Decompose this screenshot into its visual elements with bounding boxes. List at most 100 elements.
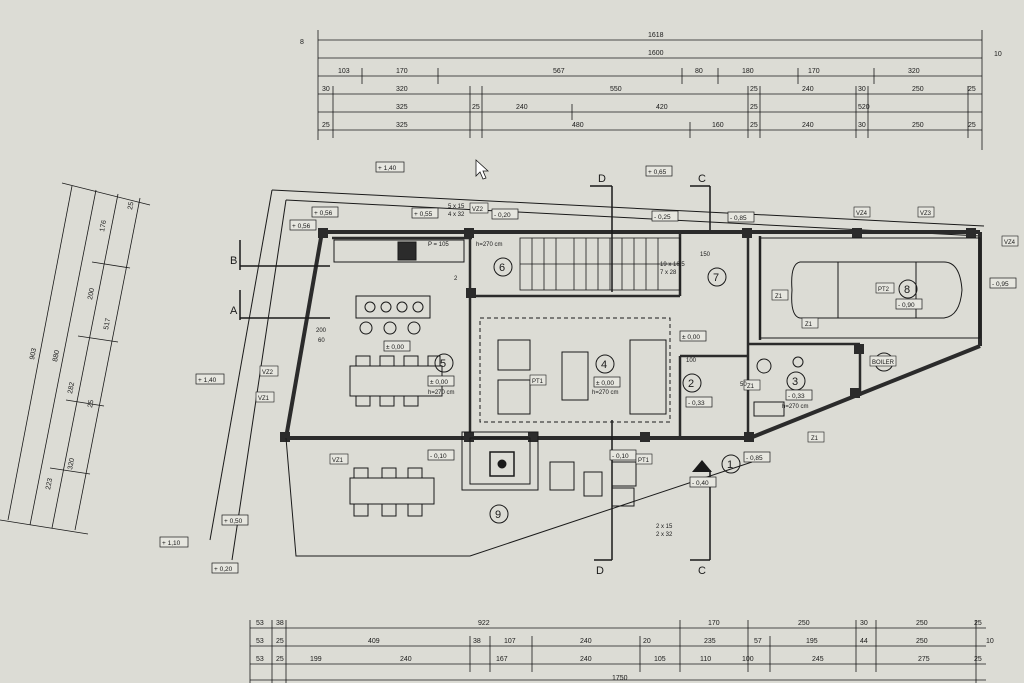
dim-label: 275 — [918, 656, 930, 663]
dim-label: 25 — [276, 638, 284, 645]
room-number-7: 7 — [713, 272, 719, 284]
level-label: ± 0,00 — [430, 379, 448, 386]
dim-label: 250 — [798, 620, 810, 627]
height-label: h=270 cm — [592, 390, 619, 396]
level-label: ± 0,00 — [386, 344, 404, 351]
dim-label: 110 — [700, 656, 711, 663]
site-boundary — [209, 189, 985, 561]
dim-label: 922 — [478, 620, 490, 627]
misc-label: 50 — [740, 382, 747, 388]
level-label: - 0,85 — [730, 215, 747, 222]
dim-label: 480 — [572, 122, 584, 129]
level-label: - 0,90 — [898, 302, 915, 309]
dining-table — [349, 355, 443, 407]
room-number-3: 3 — [792, 376, 798, 388]
dim-total-bottom: 1750 — [612, 675, 628, 682]
dim-label: 25 — [750, 86, 758, 93]
dim-label: 409 — [368, 638, 380, 645]
element-tags — [255, 202, 1019, 465]
dim-label: 25 — [974, 656, 982, 663]
dim-label: 223 — [45, 477, 54, 490]
dim-label: 25 — [968, 86, 976, 93]
window-tag: VZ4 — [856, 211, 868, 217]
terrace-outline — [285, 431, 753, 557]
dim-label: 200 — [87, 287, 96, 300]
section-mark-b: B — [230, 255, 237, 267]
height-label: h=270 cm — [476, 242, 503, 248]
level-label: - 0,40 — [692, 480, 709, 487]
misc-label: 100 — [686, 358, 697, 364]
dim-label: 25 — [974, 620, 982, 627]
dim-label: 30 — [860, 620, 868, 627]
level-label: - 0,10 — [612, 453, 629, 460]
room-number-8: 8 — [904, 284, 910, 296]
dim-label: 550 — [610, 86, 622, 93]
living-furniture — [479, 317, 671, 423]
dim-label: 25 — [87, 399, 95, 408]
dim-label: 30 — [322, 86, 330, 93]
annotations: 19 x 16,5 7 x 28 5 x 15 4 x 32 2 x 15 2 … — [316, 204, 747, 538]
dim-label: 240 — [516, 104, 528, 111]
dim-label: 107 — [504, 638, 516, 645]
terrace-furniture — [349, 461, 637, 517]
level-label: - 0,85 — [746, 455, 763, 462]
level-boxes — [159, 161, 1017, 574]
level-label: - 0,33 — [788, 393, 805, 400]
window-tag: VZ2 — [472, 207, 484, 213]
wall-tag: Z1 — [747, 384, 755, 390]
wall-tag: Z1 — [775, 294, 783, 300]
dim-label: 325 — [396, 104, 408, 111]
height-label: h=270 cm — [782, 404, 809, 410]
level-label: ± 0,00 — [596, 380, 614, 387]
level-label: - 0,33 — [688, 400, 705, 407]
dim-label: 282 — [67, 381, 76, 394]
room-number-2: 2 — [688, 378, 694, 390]
dim-label: 240 — [802, 122, 814, 129]
opening-note: 5 x 15 — [448, 204, 465, 210]
room-markers — [434, 257, 918, 524]
room-number-4: 4 — [601, 359, 607, 371]
section-mark-d-top: D — [598, 173, 606, 185]
dim-label: 245 — [812, 656, 824, 663]
left-dimension-labels: 903 880 517 176 200 282 320 223 25 25 — [29, 201, 135, 490]
dim-label: 240 — [580, 656, 592, 663]
dim-label: 44 — [860, 638, 868, 645]
dim-label: 195 — [806, 638, 818, 645]
dim-label: 325 — [396, 122, 408, 129]
misc-label: 60 — [318, 338, 325, 344]
dim-label: 199 — [310, 656, 322, 663]
dim-label: 167 — [496, 656, 508, 663]
dim-total-1: 1618 — [648, 32, 664, 39]
dim-label: 176 — [99, 219, 108, 232]
misc-label: 2 — [454, 276, 458, 282]
dim-label: 25 — [276, 656, 284, 663]
room-numbers: 1 2 3 4 5 6 7 8 9 — [440, 262, 910, 521]
dim-label: 250 — [912, 86, 924, 93]
level-label: ± 0,00 — [682, 334, 700, 341]
dim-label: 25 — [968, 122, 976, 129]
dim-label: 30 — [858, 86, 866, 93]
level-label: + 1,40 — [378, 165, 397, 172]
opening-note: 2 x 32 — [656, 532, 673, 538]
level-labels: + 1,40 + 0,56 + 0,56 + 0,55 - 0,20 + 0,6… — [162, 165, 1009, 573]
section-mark-d-bottom: D — [596, 565, 604, 577]
dim-label: 170 — [708, 620, 720, 627]
kitchen-counter — [333, 239, 465, 335]
section-lines — [239, 185, 711, 561]
boiler-tag: BOILER — [872, 360, 895, 366]
room-number-6: 6 — [499, 262, 505, 274]
dim-label: 520 — [858, 104, 870, 111]
dim-label: 240 — [580, 638, 592, 645]
staircase — [519, 237, 681, 291]
bottom-dimension-block — [249, 620, 986, 683]
section-mark-c-top: C — [698, 173, 706, 185]
level-label: + 0,56 — [314, 210, 333, 217]
kitchen-note: P = 105 — [428, 242, 449, 248]
stair-note: 19 x 16,5 — [660, 262, 685, 268]
entrance-marker — [692, 460, 712, 472]
room-number-5: 5 — [440, 358, 446, 370]
dim-label: 20 — [643, 638, 651, 645]
dim-label: 25 — [750, 104, 758, 111]
dim-label: 903 — [29, 347, 38, 360]
